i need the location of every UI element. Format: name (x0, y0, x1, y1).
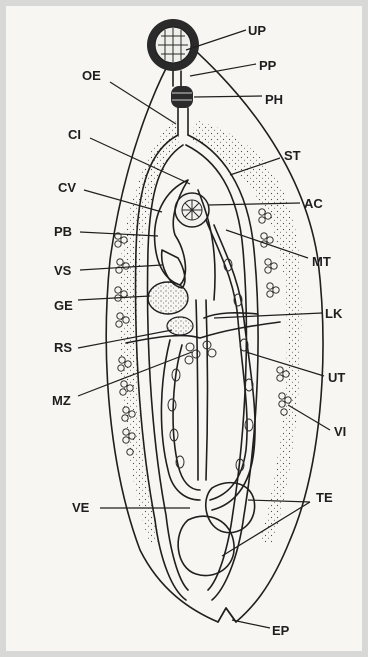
label-st: ST (284, 148, 301, 163)
label-mt: MT (312, 254, 331, 269)
label-ge: GE (54, 298, 73, 313)
oral-sucker (147, 19, 199, 71)
pharynx (171, 86, 193, 108)
label-pb: PB (54, 224, 72, 239)
label-cv: CV (58, 180, 76, 195)
receptaculum-seminis (167, 317, 193, 335)
label-ep: EP (272, 623, 290, 638)
label-ve: VE (72, 500, 90, 515)
label-mz: MZ (52, 393, 71, 408)
label-rs: RS (54, 340, 72, 355)
label-ph: PH (265, 92, 283, 107)
label-vs: VS (54, 263, 72, 278)
germarium (148, 282, 188, 314)
label-ac: AC (304, 196, 323, 211)
label-lk: LK (325, 306, 343, 321)
acetabulum (175, 193, 209, 227)
label-oe: OE (82, 68, 101, 83)
label-te: TE (316, 490, 333, 505)
label-ut: UT (328, 370, 345, 385)
label-pp: PP (259, 58, 277, 73)
label-up: UP (248, 23, 266, 38)
label-vi: VI (334, 424, 346, 439)
label-ci: CI (68, 127, 81, 142)
